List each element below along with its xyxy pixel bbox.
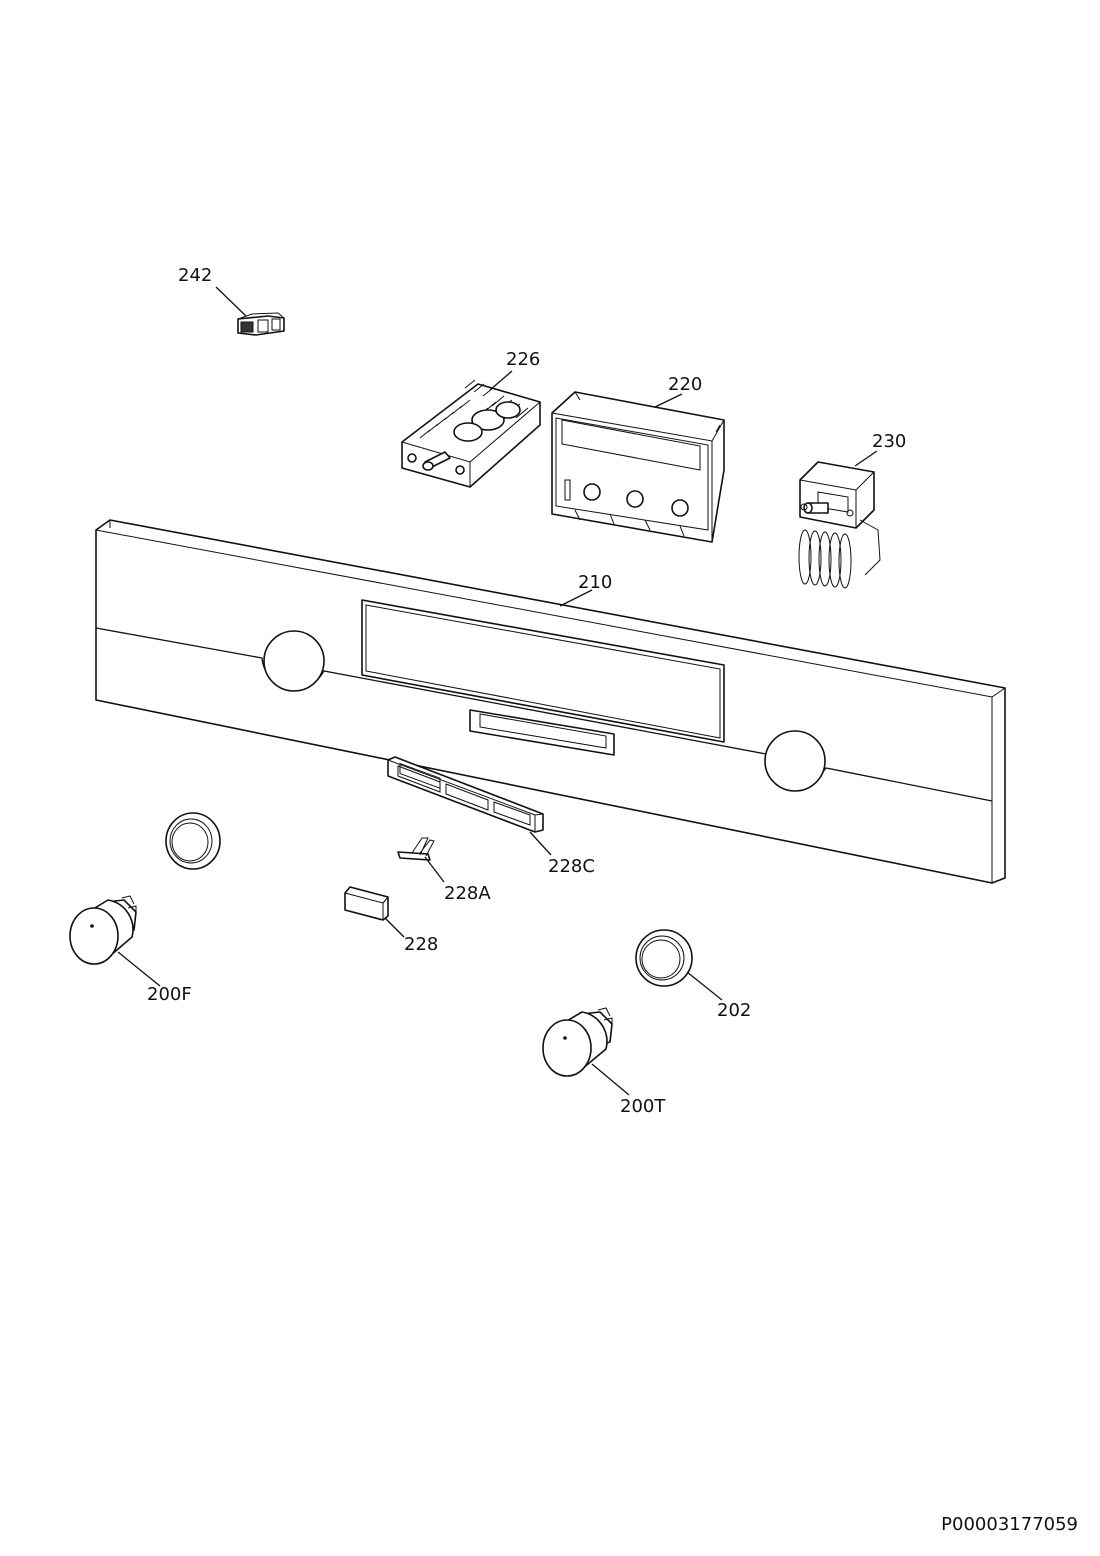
display-module-220 [551, 391, 725, 543]
knob-200T [542, 1007, 613, 1077]
button-frame-228C [387, 756, 544, 833]
label-242: 242 [178, 265, 212, 286]
label-228C: 228C [548, 856, 595, 877]
control-panel-210 [95, 519, 1006, 884]
label-220: 220 [668, 374, 702, 395]
thermostat-230 [798, 461, 881, 589]
bezel-ring-202-left [165, 812, 221, 870]
label-210: 210 [578, 572, 612, 593]
leader-lines [117, 286, 878, 1096]
bezel-ring-202-right [635, 929, 693, 987]
light-guide-228A [397, 837, 435, 861]
label-228A: 228A [444, 883, 491, 904]
label-200T: 200T [620, 1096, 666, 1117]
document-id: P00003177059 [941, 1514, 1078, 1535]
label-202: 202 [717, 1000, 751, 1021]
label-226: 226 [506, 349, 540, 370]
label-228: 228 [404, 934, 438, 955]
knob-200F [69, 895, 137, 965]
selector-switch-226 [401, 379, 541, 488]
connector-242 [237, 312, 285, 336]
label-200F: 200F [147, 984, 192, 1005]
push-button-228 [344, 886, 389, 921]
label-230: 230 [872, 431, 906, 452]
